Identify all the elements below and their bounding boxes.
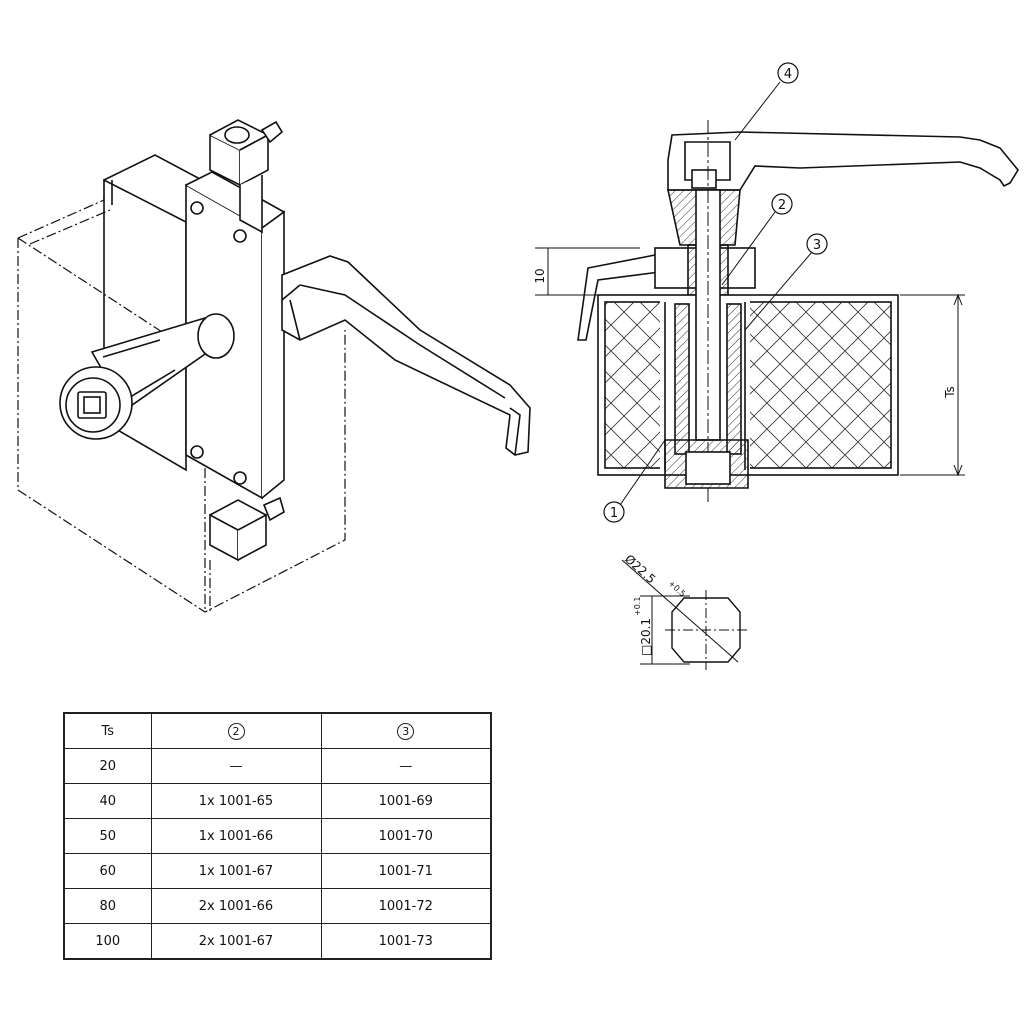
cell-ts: 60 bbox=[63, 853, 152, 889]
dim-square: □20.1 bbox=[639, 618, 653, 656]
callout-1: 1 bbox=[610, 506, 618, 521]
cell-item-2: 1x 1001-66 bbox=[150, 818, 322, 854]
spacer-sleeve bbox=[726, 303, 742, 455]
callout-4: 4 bbox=[784, 67, 792, 82]
lock-cylinder bbox=[59, 313, 235, 440]
isometric-view bbox=[17, 119, 531, 613]
cell-item-2: 2x 1001-66 bbox=[150, 888, 322, 924]
lever-handle bbox=[281, 255, 531, 456]
cell-ts: 80 bbox=[63, 888, 152, 924]
table-row: 50 1x 1001-66 1001-70 bbox=[63, 818, 492, 854]
cell-item-3: 1001-71 bbox=[320, 853, 492, 889]
bottom-bolt-block bbox=[209, 496, 285, 562]
table-row: 80 2x 1001-66 1001-72 bbox=[63, 888, 492, 924]
dim-ts: Ts bbox=[943, 386, 957, 399]
top-bolt-block bbox=[209, 119, 284, 234]
cell-item-3: 1001-73 bbox=[320, 923, 492, 960]
callout-2: 2 bbox=[778, 198, 786, 213]
cell-ts: 100 bbox=[63, 923, 152, 960]
cell-ts: 50 bbox=[63, 818, 152, 854]
cell-item-3: 1001-72 bbox=[320, 888, 492, 924]
cell-item-2: 2x 1001-67 bbox=[150, 923, 322, 960]
dim-square-tol: +0.1 bbox=[633, 597, 642, 616]
spec-table: Ts 2 3 20 — — 40 1x 1001-65 1001-69 50 1… bbox=[63, 712, 492, 960]
cell-item-3: 1001-69 bbox=[320, 783, 492, 819]
cell-item-2: — bbox=[150, 748, 322, 784]
table-row: 100 2x 1001-67 1001-73 bbox=[63, 923, 492, 960]
table-header-row: Ts 2 3 bbox=[63, 712, 492, 749]
section-view bbox=[535, 62, 1019, 523]
callout-4-circle bbox=[777, 62, 799, 84]
callout-3: 3 bbox=[813, 238, 821, 253]
technical-drawing: 4 2 3 1 Ts 10 Ø22.5 +0.5 □20.1 +0.1 bbox=[17, 62, 1019, 670]
header-item-3: 3 bbox=[320, 712, 492, 749]
cell-ts: 40 bbox=[63, 783, 152, 819]
spacer-sleeve bbox=[674, 303, 690, 455]
dim-diameter: Ø22.5 bbox=[622, 552, 658, 587]
table-row: 60 1x 1001-67 1001-71 bbox=[63, 853, 492, 889]
dim-10: 10 bbox=[533, 268, 547, 283]
callout-1-circle bbox=[603, 501, 625, 523]
callout-3-circle bbox=[806, 233, 828, 255]
lever-arm bbox=[667, 131, 1019, 191]
header-ts: Ts bbox=[63, 712, 152, 749]
cell-item-2: 1x 1001-67 bbox=[150, 853, 322, 889]
cell-item-3: 1001-70 bbox=[320, 818, 492, 854]
table-row: 20 — — bbox=[63, 748, 492, 784]
square-hole-detail bbox=[621, 559, 748, 670]
square-hole-outline bbox=[671, 597, 741, 663]
cell-item-2: 1x 1001-65 bbox=[150, 783, 322, 819]
cell-item-3: — bbox=[320, 748, 492, 784]
callout-2-circle bbox=[771, 193, 793, 215]
cell-ts: 20 bbox=[63, 748, 152, 784]
header-item-2: 2 bbox=[150, 712, 322, 749]
table-row: 40 1x 1001-65 1001-69 bbox=[63, 783, 492, 819]
